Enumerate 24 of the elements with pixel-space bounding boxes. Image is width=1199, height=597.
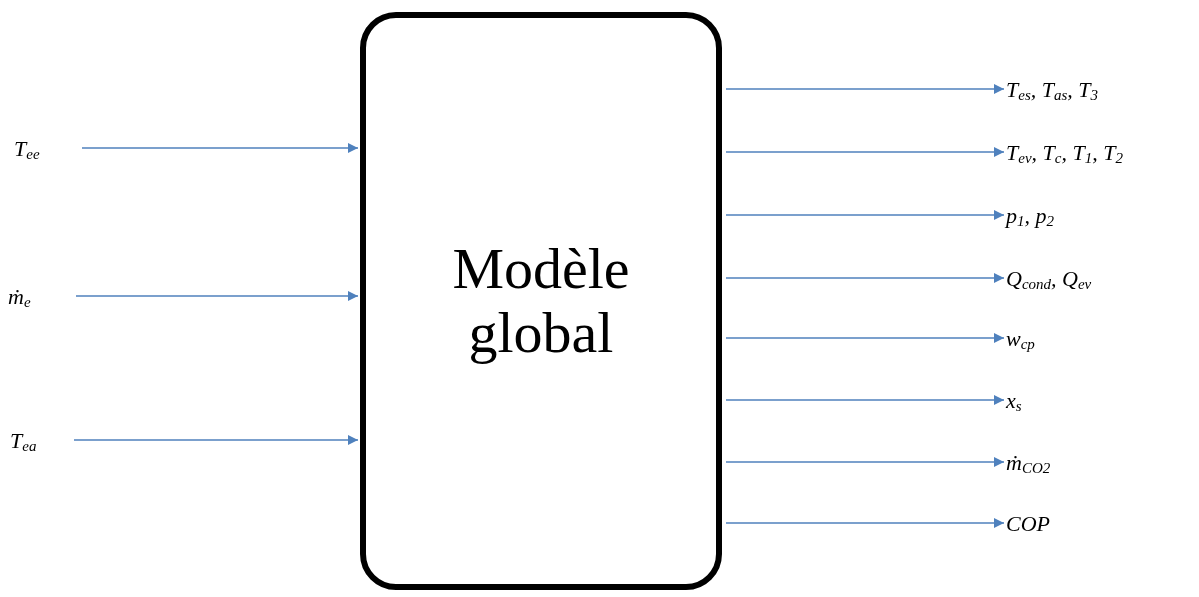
variable-label: ṁ$_{CO2}$ [1006,442,1051,482]
arrow [725,332,1005,344]
block-title: Modèle global [451,237,631,365]
variable-label: T$_{ee}$ [14,128,40,168]
variable-label: T$_{es}$, T$_{as}$, T$_{3}$ [1006,69,1099,109]
arrow [75,290,359,302]
arrow [725,146,1005,158]
arrow [725,456,1005,468]
variable-label: p$_{1}$, p$_{2}$ [1006,195,1054,235]
variable-label: ṁ$_{e}$ [8,276,31,316]
variable-label: w$_{cp}$ [1006,318,1035,358]
model-block [360,12,722,590]
arrow [725,394,1005,406]
arrow [725,517,1005,529]
variable-label: T$_{ev}$, T$_{c}$, T$_{1}$, T$_{2}$ [1006,132,1123,172]
arrow [73,434,359,446]
arrow [725,272,1005,284]
arrow [81,142,359,154]
variable-label: x$_{s}$ [1006,380,1022,420]
variable-label: COP [1006,503,1050,543]
variable-label: T$_{ea}$ [10,420,37,460]
variable-label: Q$_{cond}$, Q$_{ev}$ [1006,258,1092,298]
arrow [725,209,1005,221]
arrow [725,83,1005,95]
